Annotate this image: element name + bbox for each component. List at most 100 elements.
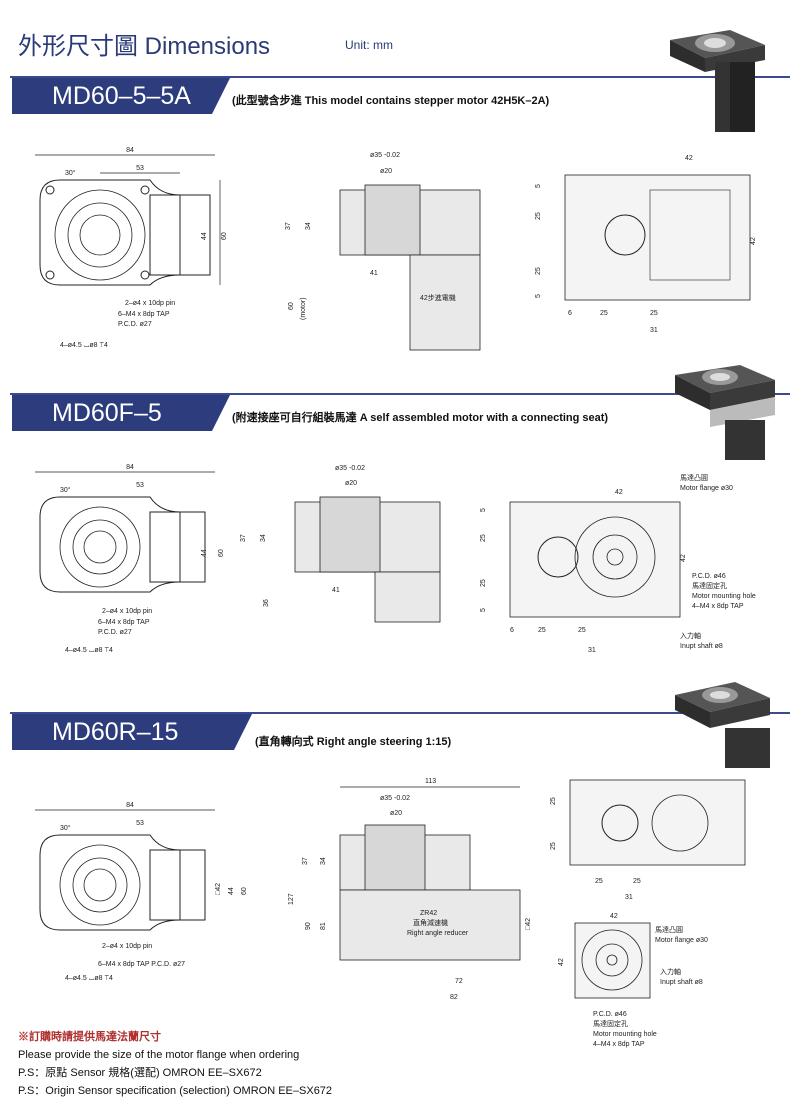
svg-text:41: 41 (332, 587, 340, 594)
svg-text:37: 37 (240, 534, 247, 542)
svg-text:31: 31 (625, 894, 633, 901)
svg-text:113: 113 (425, 778, 436, 785)
svg-text:25: 25 (480, 579, 487, 587)
model-description: (附速接座可自行組裝馬達 A self assembled motor with… (232, 412, 609, 424)
svg-text:5: 5 (480, 608, 487, 612)
svg-text:42: 42 (558, 958, 565, 966)
side-view-drawing: ø35 -0.02 ø20 37 34 41 60 (motor) 42步進電機 (285, 152, 481, 351)
svg-text:P.C.D. ø46: P.C.D. ø46 (692, 573, 726, 580)
svg-text:馬達固定孔: 馬達固定孔 (593, 1019, 628, 1028)
svg-text:84: 84 (126, 147, 134, 154)
svg-text:37: 37 (285, 222, 292, 230)
svg-text:馬達凸圓: 馬達凸圓 (655, 925, 683, 934)
svg-text:6–M4 x 8dp TAP: 6–M4 x 8dp TAP (98, 619, 150, 626)
svg-text:Inupt shaft ø8: Inupt shaft ø8 (680, 643, 723, 650)
svg-text:ø35 -0.02: ø35 -0.02 (380, 795, 410, 802)
svg-text:30°: 30° (60, 486, 71, 494)
note-line: P.S：原點 Sensor 規格(選配) OMRON EE–SX672 (18, 1067, 262, 1079)
svg-text:37: 37 (302, 857, 309, 865)
svg-text:ø35 -0.02: ø35 -0.02 (335, 465, 365, 472)
product-photo (675, 682, 770, 768)
svg-text:25: 25 (633, 878, 641, 885)
svg-text:60: 60 (288, 302, 295, 310)
note-line: Please provide the size of the motor fla… (18, 1049, 300, 1061)
svg-text:2–ø4 x 10dp pin: 2–ø4 x 10dp pin (102, 943, 152, 950)
note-line: ※訂購時請提供馬達法蘭尺寸 (18, 1031, 161, 1043)
svg-text:4–ø4.5 ⌴ø8 ⊤4: 4–ø4.5 ⌴ø8 ⊤4 (65, 647, 113, 654)
unit-label: Unit: mm (345, 38, 393, 52)
front-view-drawing: 84 53 30° □42 44 60 2–ø4 x 10dp pin 6–M4… (35, 802, 248, 982)
svg-text:25: 25 (600, 310, 608, 317)
svg-text:□42: □42 (525, 918, 532, 930)
svg-text:42: 42 (610, 913, 618, 920)
svg-text:25: 25 (595, 878, 603, 885)
svg-text:30°: 30° (65, 169, 76, 177)
svg-text:42: 42 (615, 489, 623, 496)
svg-text:81: 81 (320, 922, 327, 930)
svg-text:5: 5 (535, 184, 542, 188)
svg-text:60: 60 (241, 887, 248, 895)
svg-text:6: 6 (568, 310, 572, 317)
svg-text:6: 6 (510, 627, 514, 634)
model-description: (此型號含步進 This model contains stepper moto… (232, 95, 550, 107)
model-description: (直角轉向式 Right angle steering 1:15) (255, 736, 452, 748)
svg-text:82: 82 (450, 994, 458, 1001)
svg-text:44: 44 (228, 887, 235, 895)
svg-text:ZR42: ZR42 (420, 910, 437, 917)
svg-text:ø20: ø20 (345, 480, 357, 487)
svg-text:42: 42 (750, 237, 757, 245)
svg-text:25: 25 (538, 627, 546, 634)
motor-flange-drawing: 42 42 馬達凸圓 Motor flange ø30 入力軸 Inupt sh… (558, 913, 708, 1048)
svg-text:127: 127 (288, 893, 295, 905)
svg-text:Motor mounting hole: Motor mounting hole (593, 1031, 657, 1038)
svg-text:25: 25 (650, 310, 658, 317)
svg-text:5: 5 (535, 294, 542, 298)
svg-text:44: 44 (201, 549, 208, 557)
svg-text:2–ø4 x 10dp pin: 2–ø4 x 10dp pin (125, 300, 175, 307)
svg-text:Right angle reducer: Right angle reducer (407, 930, 469, 937)
svg-text:4–ø4.5 ⌴ø8 ⊤4: 4–ø4.5 ⌴ø8 ⊤4 (65, 975, 113, 982)
svg-text:25: 25 (535, 212, 542, 220)
model-banner-md60-5-5a: MD60–5–5A (12, 78, 230, 114)
top-view-drawing: 25 25 25 25 31 (550, 779, 746, 901)
svg-text:34: 34 (320, 857, 327, 865)
svg-text:ø20: ø20 (380, 168, 392, 175)
svg-text:4–M4 x 8dp TAP: 4–M4 x 8dp TAP (593, 1041, 645, 1048)
section-divider (10, 76, 790, 78)
svg-text:(motor): (motor) (300, 297, 307, 320)
svg-text:34: 34 (260, 534, 267, 542)
svg-text:53: 53 (136, 165, 144, 172)
svg-text:P.C.D. ø27: P.C.D. ø27 (118, 321, 152, 328)
model-banner-md60r-15: MD60R–15 (12, 714, 252, 750)
side-view-drawing: 113 ø35 -0.02 ø20 37 34 127 90 81 ZR42 直… (288, 778, 532, 1001)
svg-text:Inupt shaft ø8: Inupt shaft ø8 (660, 979, 703, 986)
svg-text:4–M4 x 8dp TAP: 4–M4 x 8dp TAP (692, 603, 744, 610)
side-view-drawing: ø35 -0.02 ø20 37 34 41 36 (240, 465, 441, 623)
svg-text:42步進電機: 42步進電機 (420, 293, 456, 302)
svg-text:6–M4 x 8dp TAP: 6–M4 x 8dp TAP (118, 311, 170, 318)
svg-text:44: 44 (201, 232, 208, 240)
note-line: P.S：Origin Sensor specification (selecti… (18, 1085, 333, 1097)
svg-text:25: 25 (535, 267, 542, 275)
svg-text:4–ø4.5 ⌴ø8 ⊤4: 4–ø4.5 ⌴ø8 ⊤4 (60, 342, 108, 349)
svg-text:P.C.D. ø46: P.C.D. ø46 (593, 1011, 627, 1018)
svg-text:馬達固定孔: 馬達固定孔 (692, 581, 727, 590)
svg-text:42: 42 (685, 155, 693, 162)
top-view-drawing: 42 5 25 25 5 42 6 25 25 31 (535, 155, 757, 334)
svg-text:84: 84 (126, 802, 134, 809)
svg-text:入力軸: 入力軸 (680, 631, 701, 640)
svg-text:5: 5 (480, 508, 487, 512)
top-view-drawing: 42 5 25 25 5 42 6 25 25 31 馬達凸圓 Motor fl… (480, 473, 756, 654)
svg-text:34: 34 (305, 222, 312, 230)
svg-text:53: 53 (136, 820, 144, 827)
svg-text:72: 72 (455, 978, 463, 985)
svg-text:馬達凸圓: 馬達凸圓 (680, 473, 708, 482)
model-banner-md60f-5: MD60F–5 (12, 395, 230, 431)
section-divider (10, 712, 790, 714)
product-photo (670, 30, 765, 132)
svg-text:36: 36 (263, 599, 270, 607)
svg-text:30°: 30° (60, 824, 71, 832)
svg-text:41: 41 (370, 270, 378, 277)
svg-text:25: 25 (578, 627, 586, 634)
svg-text:31: 31 (650, 327, 658, 334)
